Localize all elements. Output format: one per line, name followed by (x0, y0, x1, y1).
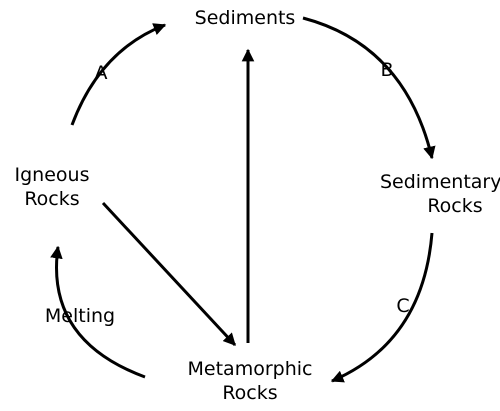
edge-label-b: B (372, 58, 402, 82)
edge-label-a: A (86, 61, 116, 85)
arrow-c-to-metamorphic-rocks (330, 232, 434, 383)
node-sediments: Sediments (180, 6, 310, 30)
node-igneous-rocks-line2: Rocks (24, 188, 80, 210)
node-metamorphic-rocks-line1: Metamorphic (187, 358, 313, 380)
arrow-b-to-sedimentary-rocks (302, 16, 436, 160)
edge-label-b-text: B (380, 59, 394, 81)
node-sedimentary-rocks-line2: Rocks (427, 195, 483, 217)
edge-label-melting: Melting (30, 304, 130, 328)
edge-label-a-text: A (94, 62, 108, 84)
node-sedimentary-rocks: Sedimentary Rocks (380, 170, 500, 218)
node-metamorphic-rocks-line2: Rocks (222, 382, 278, 404)
edge-label-c: C (388, 294, 418, 318)
node-igneous-rocks-line1: Igneous (14, 164, 90, 186)
arrow-igneous-to-metamorphic (101, 201, 237, 347)
arrow-a-to-sediments (70, 23, 167, 126)
arrow-melting-to-igneous-rocks (50, 245, 146, 379)
node-sedimentary-rocks-line1: Sedimentary (380, 171, 500, 193)
edge-label-c-text: C (396, 295, 410, 317)
node-igneous-rocks: Igneous Rocks (2, 163, 102, 211)
node-metamorphic-rocks: Metamorphic Rocks (160, 357, 340, 405)
node-sediments-label: Sediments (194, 7, 296, 29)
edge-label-melting-text: Melting (44, 305, 116, 327)
